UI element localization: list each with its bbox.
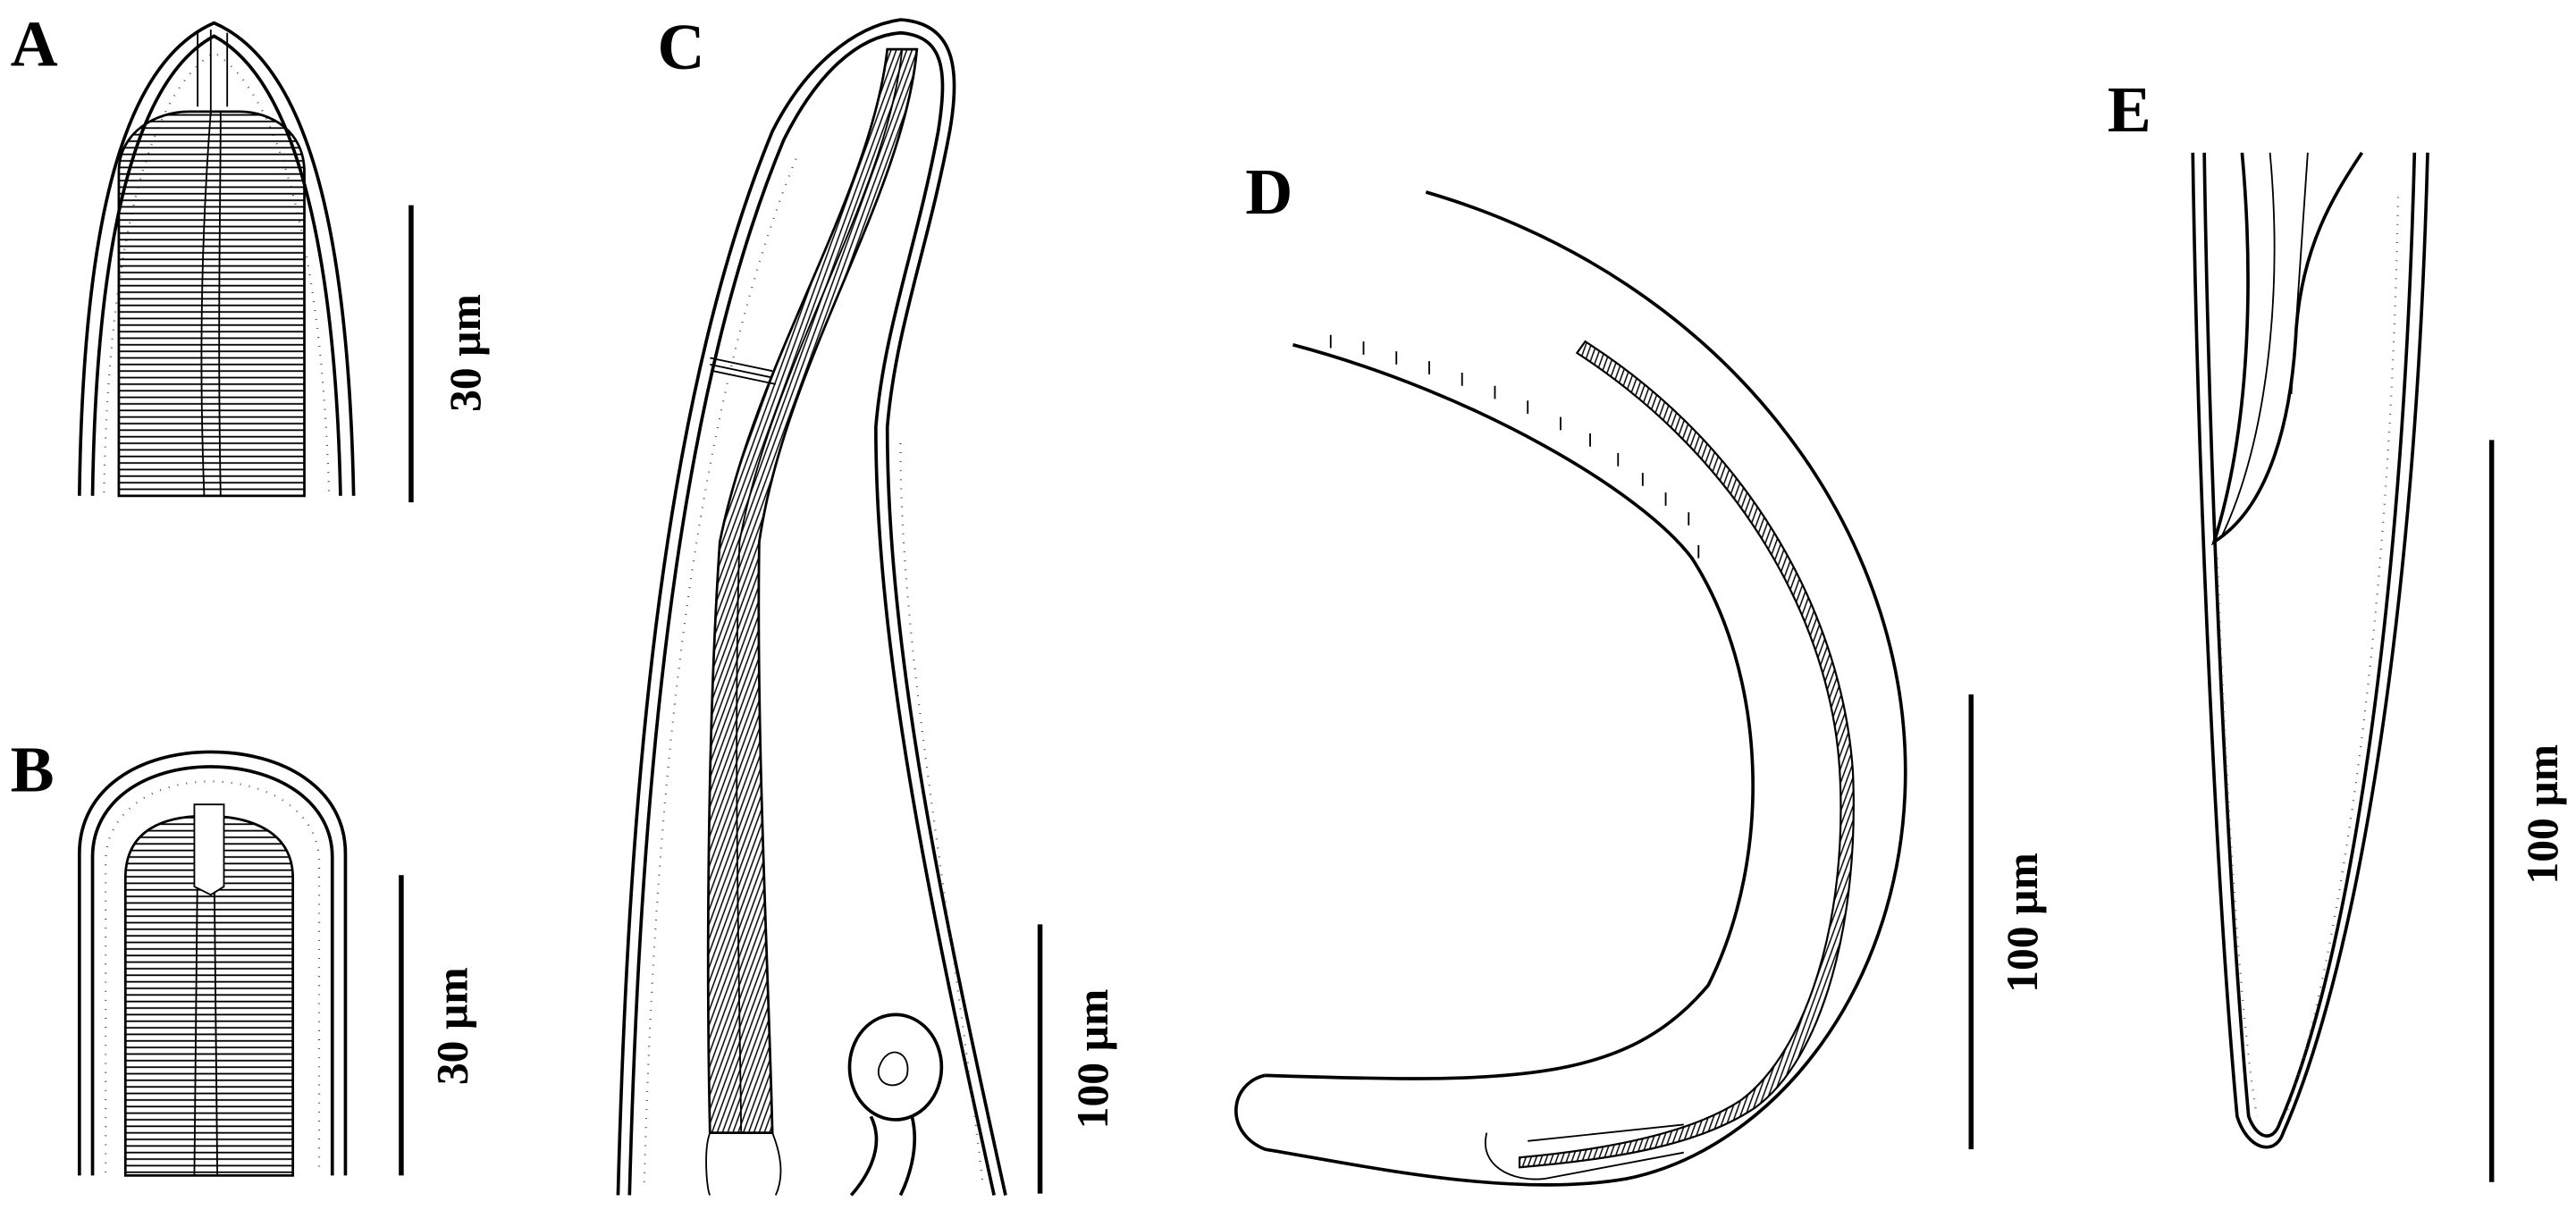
panel-label-c: C <box>658 11 705 83</box>
panel-label-d: D <box>1245 155 1292 228</box>
scale-bar-label-c: 100 µm <box>1068 989 1117 1130</box>
panel-e: E 100 µm <box>2108 73 2567 1182</box>
scale-bar-label-a: 30 µm <box>441 294 490 412</box>
esophagus-c <box>706 47 919 1135</box>
spicule-e <box>2210 151 2364 546</box>
panel-d: D 100 µm <box>1234 155 2047 1187</box>
scale-bar-label-b: 30 µm <box>427 967 476 1085</box>
setae-d <box>1329 334 1700 559</box>
spicule-d <box>1518 340 1855 1169</box>
nerve-ring-c <box>847 1013 944 1122</box>
panel-label-b: B <box>11 734 55 806</box>
head-outline-b <box>78 750 348 1176</box>
panel-c: C 100 µm <box>616 11 1117 1197</box>
body-outer-d <box>1234 190 1907 1187</box>
esophagus-a <box>117 110 306 498</box>
head-outline-a <box>78 21 356 496</box>
tail-outline-e <box>2191 152 2429 1149</box>
panel-label-e: E <box>2108 73 2151 146</box>
panel-label-a: A <box>11 7 58 80</box>
panel-a: A 30 µm <box>11 7 490 503</box>
panel-b: B 30 µm <box>11 734 476 1177</box>
scale-bar-label-e: 100 µm <box>2518 744 2567 885</box>
head-inner-a <box>90 34 342 496</box>
body-inner-d <box>1265 343 1755 1080</box>
scale-bar-label-d: 100 µm <box>1998 853 2047 993</box>
body-outline-c <box>616 18 1007 1196</box>
